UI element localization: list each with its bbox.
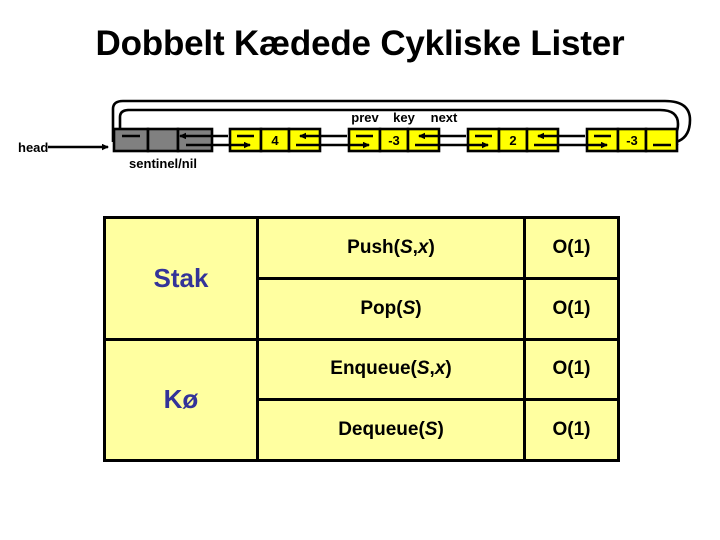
operation-name: Dequeue(S) bbox=[256, 398, 526, 462]
table-row: Stak Push(S,x) O(1) bbox=[103, 216, 620, 341]
sentinel-label: sentinel/nil bbox=[129, 156, 197, 171]
list-node: -3 bbox=[585, 127, 679, 153]
table-row: Kø Enqueue(S,x) O(1) bbox=[103, 337, 620, 462]
node-key-value: 4 bbox=[271, 133, 279, 148]
operation-name: Push(S,x) bbox=[256, 216, 526, 280]
field-label-next: next bbox=[431, 110, 458, 125]
table-row: Dequeue(S) O(1) bbox=[105, 398, 620, 462]
structure-name-stak: Stak bbox=[103, 216, 259, 341]
field-label-key: key bbox=[393, 110, 415, 125]
operation-cost: O(1) bbox=[523, 398, 620, 462]
field-label-prev: prev bbox=[351, 110, 379, 125]
doubly-linked-circular-list-diagram: head sentinel/nil prev key next 4 bbox=[0, 95, 720, 190]
operations-complexity-table: Stak Push(S,x) O(1) Pop(S) O(1) Kø Enque… bbox=[103, 216, 620, 462]
operation-cost: O(1) bbox=[523, 337, 620, 402]
operation-cost: O(1) bbox=[523, 216, 620, 280]
table-row: Pop(S) O(1) bbox=[105, 276, 620, 341]
head-label: head bbox=[18, 140, 48, 155]
cycle-arc-outer bbox=[111, 99, 692, 146]
node-key-value: -3 bbox=[626, 133, 638, 148]
list-node: 4 bbox=[228, 127, 322, 153]
node-key-value: -3 bbox=[388, 133, 400, 148]
list-node: -3 bbox=[347, 127, 441, 153]
page-title: Dobbelt Kædede Cykliske Lister bbox=[95, 24, 625, 63]
operation-name: Pop(S) bbox=[256, 276, 526, 341]
sentinel-node bbox=[112, 127, 214, 153]
node-key-value: 2 bbox=[509, 133, 516, 148]
operation-cost: O(1) bbox=[523, 276, 620, 341]
operation-name: Enqueue(S,x) bbox=[256, 337, 526, 402]
structure-name-koe: Kø bbox=[103, 337, 259, 462]
list-node: 2 bbox=[466, 127, 560, 153]
